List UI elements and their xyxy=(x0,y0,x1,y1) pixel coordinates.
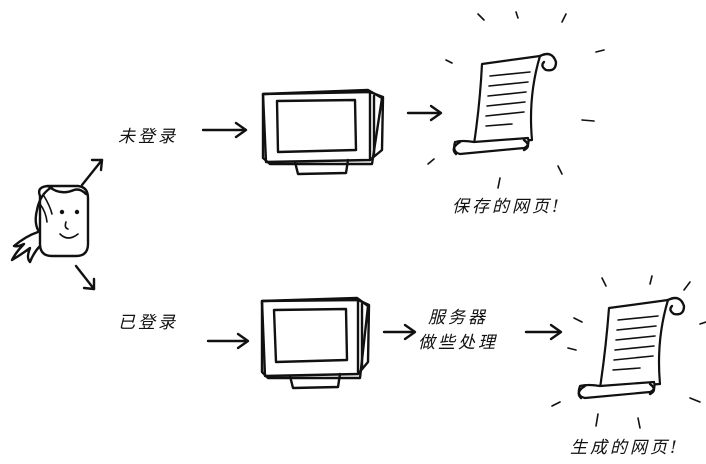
arrow-icon xyxy=(206,332,250,350)
label-server-processing: 服务器 做些处理 xyxy=(418,306,498,355)
arrow-down-branch xyxy=(74,264,96,291)
arrow-icon xyxy=(201,121,248,139)
arrow-icon xyxy=(406,104,443,122)
label-logged-in: 已登录 xyxy=(118,313,178,333)
arrow-up-branch xyxy=(80,158,104,187)
person-icon xyxy=(10,184,90,264)
arrow-icon xyxy=(382,323,417,341)
sparkle-lines-bottom xyxy=(551,275,706,429)
monitor-icon xyxy=(261,88,385,176)
label-server-processing-line2: 做些处理 xyxy=(418,332,498,353)
label-server-processing-line1: 服务器 xyxy=(428,308,488,328)
label-generated-page: 生成的网页! xyxy=(570,438,680,458)
label-not-logged-in: 未登录 xyxy=(118,127,178,147)
label-saved-page: 保存的网页! xyxy=(452,197,562,217)
scroll-document-icon xyxy=(452,52,558,156)
monitor-icon xyxy=(260,296,371,390)
arrow-icon xyxy=(524,323,563,341)
scroll-document-icon xyxy=(577,296,686,400)
sparkle-lines-top xyxy=(427,11,605,189)
